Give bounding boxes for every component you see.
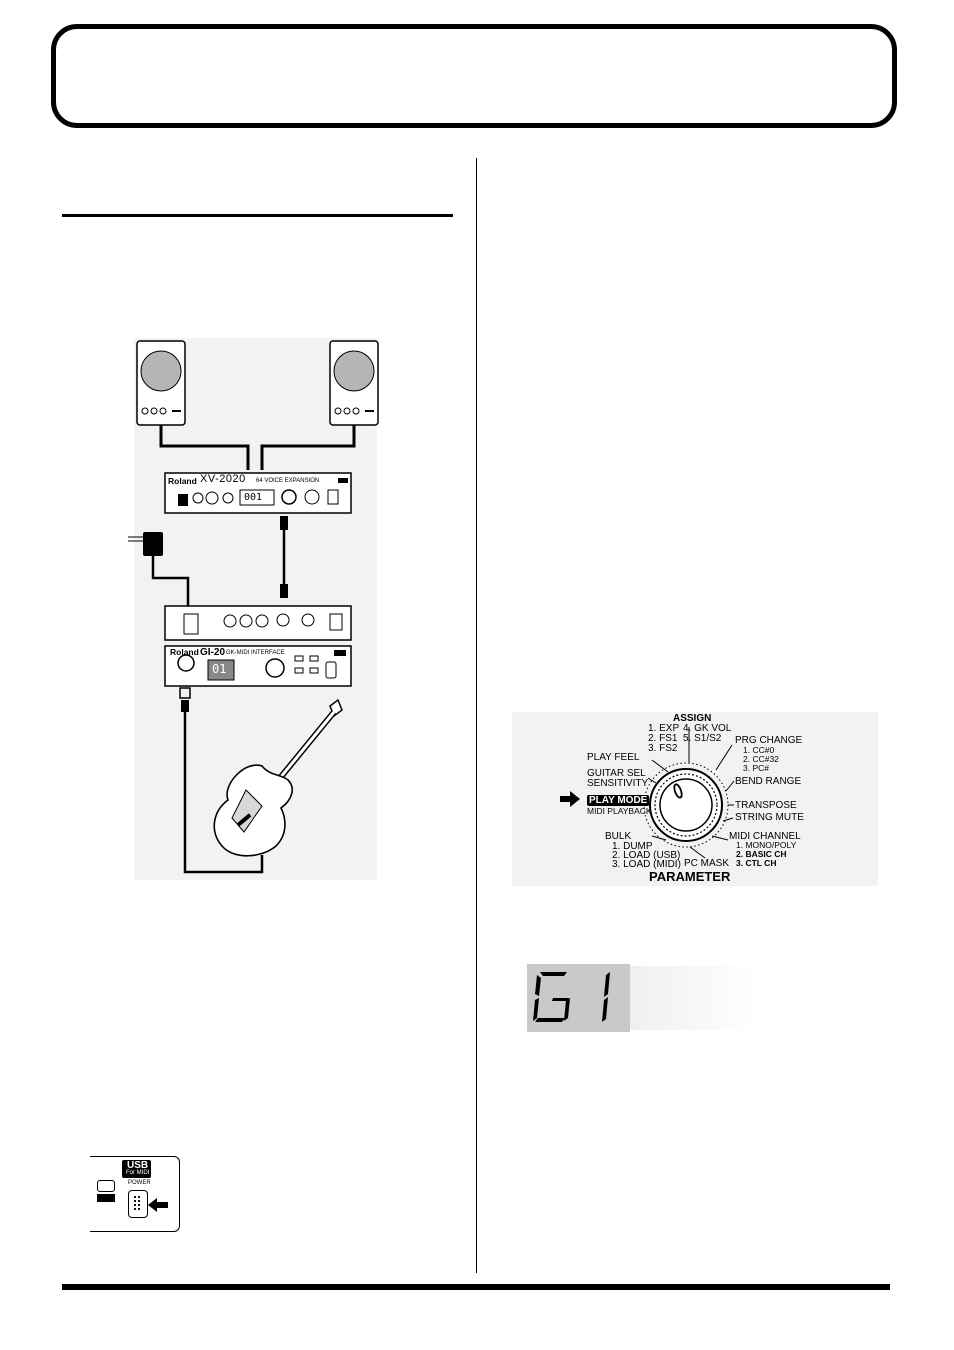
gi20-model-label: GI-20 [200, 647, 226, 658]
tuner-button[interactable] [97, 1180, 115, 1192]
dial-prg-change-label: PRG CHANGE [735, 735, 803, 746]
power-switch[interactable] [128, 1190, 148, 1218]
dial-sensitivity-label: SENSITIVITY [587, 778, 649, 789]
chapter-title-box [51, 24, 897, 128]
footer-rule [62, 1284, 890, 1290]
dial-midi-item-3: 3. CTL CH [736, 858, 777, 868]
dial-transpose-label: TRANSPOSE [735, 800, 797, 811]
dial-bulk-item-2: 2. LOAD (USB) [612, 850, 681, 861]
dial-prg-item-1: 1. CC#0 [743, 745, 775, 755]
dial-bulk-label: BULK [605, 831, 632, 842]
tuner-label-badge [97, 1194, 115, 1202]
power-switch-grip-icon [133, 1195, 142, 1212]
dial-assign-item-2: 2. FS1 [648, 733, 678, 744]
dial-midi-channel-label: MIDI CHANNEL [729, 831, 801, 842]
dial-assign-label: ASSIGN [673, 713, 712, 724]
dial-string-mute-label: STRING MUTE [735, 812, 804, 823]
dial-assign-item-1: 1. EXP [648, 723, 680, 734]
dial-midi-playback-label: MIDI PLAYBACK [587, 806, 652, 816]
dial-assign-item-3: 3. FS2 [648, 743, 678, 754]
dial-bend-range-label: BEND RANGE [735, 776, 802, 787]
gi20-rear-panel [164, 605, 352, 641]
dial-parameter-label: PARAMETER [649, 869, 731, 884]
column-divider [476, 158, 477, 1273]
gi20-display: 01 [212, 662, 227, 676]
xv2020-display: 001 [244, 492, 263, 503]
xv2020-subtitle: 64 VOICE EXPANSION [256, 478, 320, 484]
right-speaker-icon [329, 340, 379, 426]
guitar-sel-arrow-icon [560, 791, 580, 807]
dial-assign-item-5: 5. S1/S2 [683, 733, 722, 744]
usb-label: USB [127, 1160, 149, 1171]
guitar-icon [213, 698, 343, 857]
xv2020-module [164, 472, 352, 514]
power-arrow-icon [148, 1198, 168, 1212]
xv2020-brand: Roland [168, 476, 197, 486]
dial-prg-item-2: 2. CC#32 [743, 754, 779, 764]
display-fade [630, 966, 755, 1030]
dial-pc-mask-label: PC MASK [684, 858, 730, 869]
dial-play-mode-label: PLAY MODE [587, 795, 650, 806]
usb-power-panel [90, 1156, 180, 1232]
usb-for-midi-label: For MIDI [126, 1170, 150, 1176]
dial-bulk-item-1: 1. DUMP [612, 841, 653, 852]
power-label: POWER [128, 1180, 151, 1186]
ac-adaptor-icon [128, 532, 190, 606]
dial-assign-item-4: 4. GK VOL [683, 723, 732, 734]
dial-play-feel-label: PLAY FEEL [587, 752, 640, 763]
dial-bulk-item-3: 3. LOAD (MIDI) [612, 859, 681, 870]
parameter-knob [643, 762, 729, 848]
gi20-brand: Roland [170, 647, 199, 657]
xv2020-model-label: XV-2020 [200, 473, 246, 485]
section-heading-rule [62, 214, 453, 217]
seg-display-text: G1 [0, 0, 1, 1]
gi20-subtitle: GK-MIDI INTERFACE [226, 650, 285, 656]
dial-midi-item-2: 2. BASIC CH [736, 849, 787, 859]
dial-guitar-sel-label: GUITAR SEL [587, 768, 646, 779]
usb-badge [122, 1160, 151, 1178]
dial-prg-item-3: 3. PC# [743, 763, 769, 773]
left-speaker-icon [136, 340, 186, 426]
seg-display-digits [533, 972, 610, 1022]
dial-midi-item-1: 1. MONO/POLY [736, 840, 797, 850]
gi20-front-panel [164, 645, 352, 687]
